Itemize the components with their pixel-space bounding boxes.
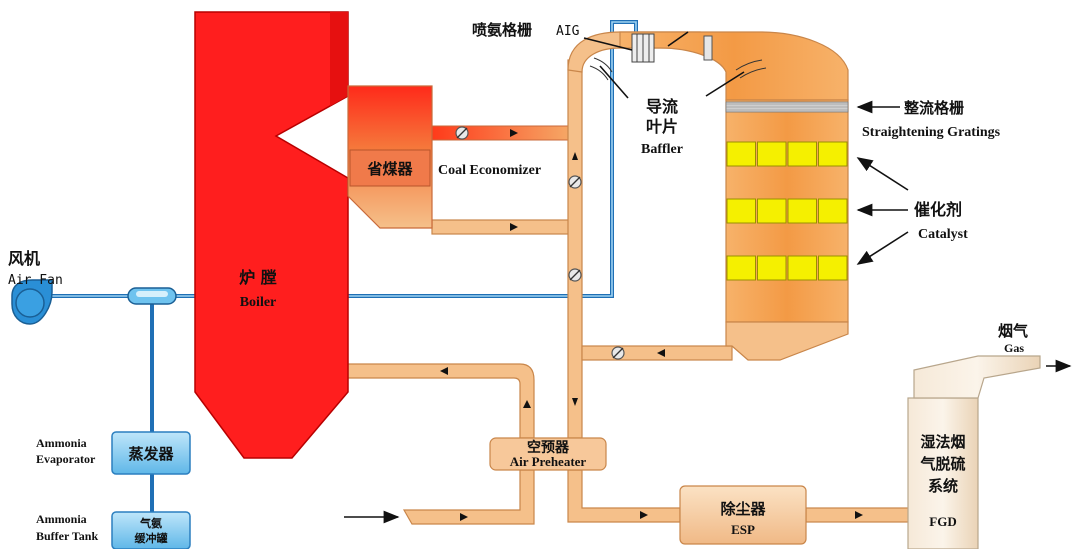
straightening-label-cn: 整流格栅 [904, 99, 964, 117]
catalyst-module [787, 198, 817, 224]
flow-arrows [440, 129, 863, 521]
catalyst-module [818, 255, 848, 281]
baffler-vanes [589, 57, 767, 81]
esp [679, 485, 807, 545]
straightening-label-en: Straightening Gratings [862, 125, 1001, 140]
baffler-label-en: Baffler [641, 142, 683, 157]
ammonia-injection-grid [631, 33, 713, 63]
gas-label-cn: 烟气 [998, 322, 1028, 340]
boiler [194, 11, 349, 459]
catalyst-module [757, 141, 787, 167]
catalyst-module [757, 198, 787, 224]
buffer-tank-label-cn-1: 气氨 [139, 516, 162, 530]
catalyst-module [787, 141, 817, 167]
baffler-pointer-right [705, 71, 745, 97]
catalyst-layers [726, 141, 848, 281]
ammonia-buffer-tank [111, 511, 191, 549]
air-preheater [489, 437, 607, 471]
catalyst-pointer-top [856, 157, 909, 191]
economizer-label-en: Coal Economizer [438, 163, 541, 178]
ammonia-air-mixer [127, 287, 177, 305]
ammonia-evaporator [111, 431, 191, 475]
fgd-label-cn-3: 系统 [928, 477, 958, 495]
baffler-pointer-left [599, 65, 629, 99]
catalyst-module [787, 255, 817, 281]
catalyst-module [726, 255, 756, 281]
gas-label-en: Gas [1004, 341, 1024, 355]
catalyst-module [757, 255, 787, 281]
coal-economizer [347, 85, 433, 229]
buffer-tank-label-en-1: Ammonia [36, 512, 87, 526]
fgd-label-cn-2: 气脱硫 [919, 455, 965, 473]
damper-valves [455, 126, 625, 360]
esp-label-en: ESP [731, 522, 755, 537]
baffler-label-cn-1: 导流 [646, 97, 678, 116]
baffler-label-cn-2: 叶片 [646, 117, 678, 136]
aig-label-en: AIG [556, 24, 580, 39]
catalyst-module [818, 141, 848, 167]
air-fan-label-en: Air Fan [8, 273, 63, 288]
air-preheater-label-cn: 空预器 [527, 439, 570, 456]
catalyst-module [818, 198, 848, 224]
catalyst-module [726, 198, 756, 224]
fgd-tower [907, 355, 1041, 549]
boiler-label-en: Boiler [240, 295, 277, 310]
esp-label-cn: 除尘器 [720, 500, 766, 518]
air-preheater-label-en: Air Preheater [510, 454, 587, 469]
catalyst-label-cn: 催化剂 [914, 200, 962, 219]
catalyst-label-en: Catalyst [918, 227, 968, 242]
air-fan-icon [11, 279, 53, 325]
scr-reactor [725, 99, 849, 361]
buffer-tank-label-cn-2: 缓冲罐 [135, 531, 168, 545]
air-fan-label-cn: 风机 [8, 249, 40, 268]
economizer-label-cn: 省煤器 [366, 160, 413, 178]
aig-label-cn: 喷氨格栅 [472, 21, 532, 39]
evaporator-label-en-1: Ammonia [36, 436, 87, 450]
evaporator-label-en-2: Evaporator [36, 452, 96, 466]
evaporator-label-cn: 蒸发器 [128, 445, 174, 463]
buffer-tank-label-en-2: Buffer Tank [36, 529, 98, 543]
fgd-label-cn-1: 湿法烟 [920, 433, 965, 451]
catalyst-pointer-bottom [856, 231, 909, 265]
catalyst-module [726, 141, 756, 167]
fgd-label-en: FGD [929, 514, 956, 529]
aig-pointer-2 [667, 31, 689, 47]
boiler-label-cn: 炉 膛 [239, 268, 277, 287]
aig-pointer [583, 37, 633, 51]
